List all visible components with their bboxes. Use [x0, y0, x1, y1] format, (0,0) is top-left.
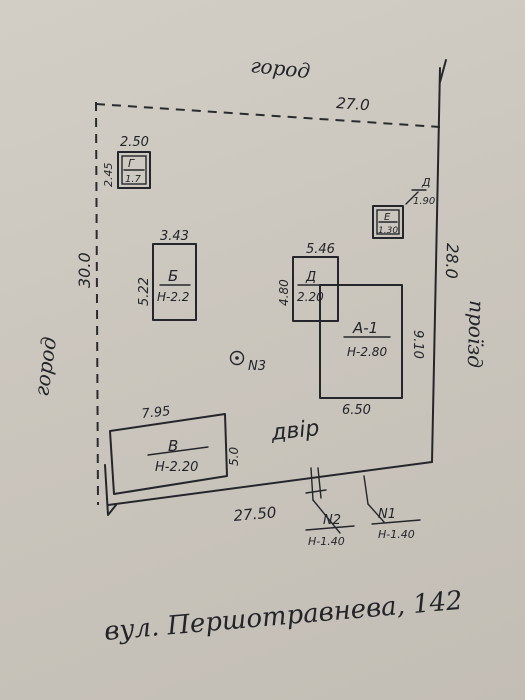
building-a1-width: 6.50 — [342, 403, 371, 418]
building-g-letter: Г — [128, 157, 135, 170]
building-d-depth: 4.80 — [277, 279, 291, 306]
building-a1: А-1 Н-2.80 6.50 9.10 — [319, 284, 425, 418]
building-a1-letter: А-1 — [352, 319, 378, 337]
building-ye-letter: Е — [384, 212, 391, 223]
building-g-outline — [117, 151, 151, 189]
building-b-letter: Б — [168, 267, 178, 285]
building-g-depth: 2.45 — [102, 163, 115, 188]
building-ye-outline — [372, 205, 404, 239]
well-n3: N3 — [229, 350, 266, 374]
building-v-width: 7.95 — [141, 404, 171, 422]
gate-n2-underline — [305, 525, 355, 531]
building-v-depth: 5.0 — [227, 447, 241, 466]
gate-n2-label: N2 — [323, 513, 341, 528]
fence-d-letter: Д — [421, 176, 431, 189]
top-dimension: 27.0 — [336, 94, 371, 114]
gate-n1-label: N1 — [378, 507, 396, 522]
gate-n1: N1 Н-1.40 — [363, 475, 421, 541]
gate-n2-bar — [305, 489, 327, 494]
garden-top-label: город — [249, 53, 311, 83]
fence-d-leader — [405, 191, 419, 205]
bottom-boundary-line — [107, 461, 433, 506]
right-boundary-line — [431, 67, 441, 463]
building-ye: Е 1.30 — [372, 205, 404, 239]
building-d-letter: Д — [305, 270, 316, 285]
building-b-depth: 5.22 — [137, 277, 152, 306]
yard-label: двір — [269, 416, 321, 446]
bottom-dimension: 27.50 — [233, 503, 277, 525]
building-ye-height: 1.30 — [378, 226, 398, 236]
gate-n1-height: Н-1.40 — [378, 528, 415, 541]
passage-label: проїзд — [463, 300, 489, 369]
building-v-letter: В — [168, 437, 178, 455]
building-d-width: 5.46 — [306, 242, 335, 257]
well-n3-circle — [229, 350, 245, 366]
gate-n2: N2 Н-1.40 — [305, 467, 355, 548]
building-a1-outline — [319, 284, 403, 399]
gate-n1-leader — [367, 503, 385, 523]
building-b: Б Н-2.2 3.43 5.22 — [137, 229, 197, 321]
building-d-height: 2.20 — [297, 290, 324, 304]
boundary-corner-tick — [439, 59, 447, 83]
bottom-left-corner — [104, 464, 117, 516]
building-g: Г 1.7 2.50 2.45 — [102, 135, 151, 189]
gate-n1-post — [363, 475, 369, 505]
building-v-height: Н-2.20 — [155, 460, 198, 475]
building-v: В Н-2.20 7.95 5.0 — [109, 404, 241, 495]
well-n3-label: N3 — [248, 359, 266, 374]
building-d: Д 2.20 5.46 4.80 — [277, 242, 339, 322]
top-boundary-dashed — [95, 103, 441, 128]
right-dimension: 28.0 — [442, 243, 462, 279]
gate-n2-post-2 — [317, 467, 322, 499]
gate-n1-underline — [371, 519, 421, 525]
garden-left-label: город — [29, 335, 61, 397]
building-g-width: 2.50 — [120, 135, 149, 150]
well-n3-dot — [235, 356, 239, 360]
street-address-label: вул. Першотравнева, 142 — [103, 586, 464, 647]
building-b-width: 3.43 — [160, 229, 189, 244]
fence-d: Д 1.90 — [405, 176, 435, 207]
building-b-outline — [152, 243, 197, 321]
building-a1-depth: 9.10 — [410, 330, 425, 359]
building-g-inner-outline — [121, 155, 147, 185]
gate-n2-post — [310, 467, 314, 501]
building-b-height: Н-2.2 — [157, 290, 189, 304]
building-d-outline — [292, 256, 339, 322]
gate-n2-height: Н-1.40 — [308, 535, 345, 548]
building-a1-height: Н-2.80 — [347, 345, 387, 359]
left-dimension: 30.0 — [75, 252, 94, 288]
fence-d-height: 1.90 — [413, 196, 435, 207]
building-ye-inner-outline — [376, 209, 400, 235]
building-v-outline — [109, 413, 228, 495]
building-g-height: 1.7 — [125, 174, 142, 185]
building-v-divider — [147, 446, 209, 456]
left-boundary-dashed — [95, 101, 99, 506]
